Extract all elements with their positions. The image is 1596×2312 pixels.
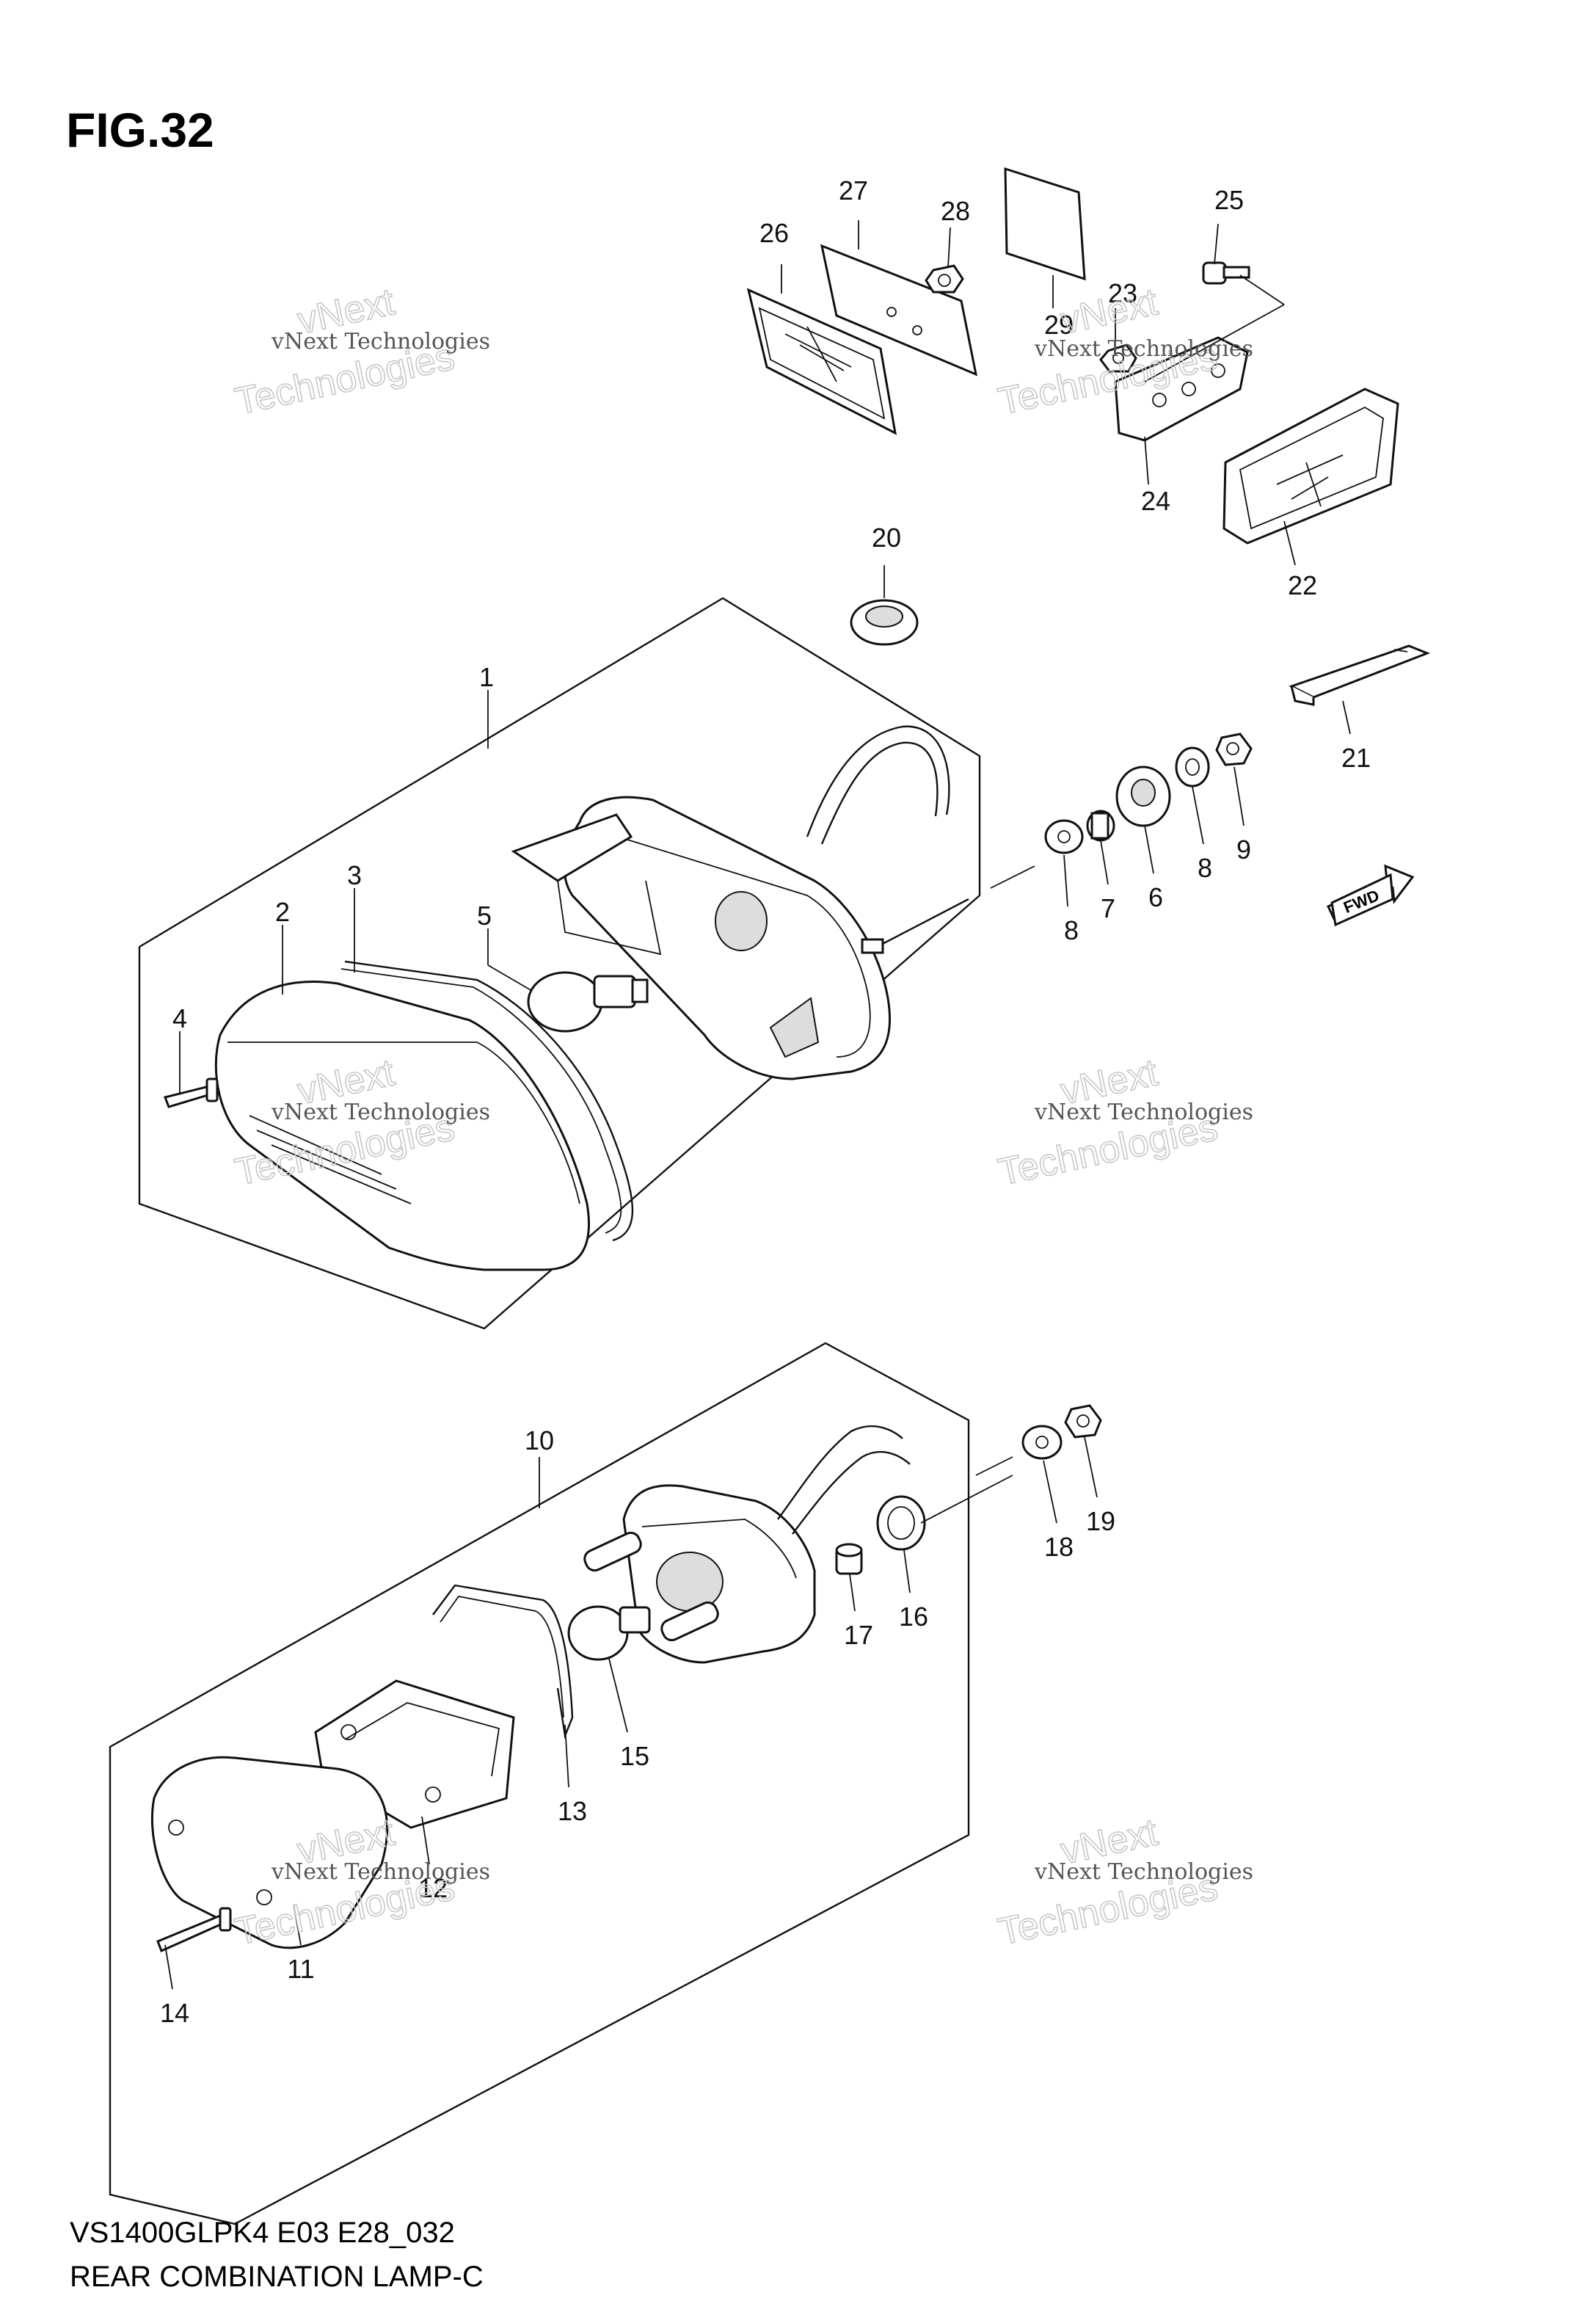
grommet-6: [1115, 766, 1171, 827]
reflector-22: [1222, 388, 1399, 545]
license-lamp-body: [583, 1425, 911, 1664]
screw-4: [163, 1077, 219, 1108]
callout-10: 10: [525, 1425, 554, 1455]
svg-text:vNext Technologies: vNext Technologies: [271, 329, 490, 355]
callout-8a: 8: [1064, 915, 1079, 945]
plate-27: [820, 244, 978, 377]
cover-11: [150, 1756, 388, 1949]
lens-2: [214, 981, 590, 1271]
leader-lines: [164, 220, 1351, 1990]
svg-text:vNext Technologies: vNext Technologies: [1034, 336, 1253, 362]
reflector-26: [746, 288, 897, 435]
svg-text:vNext Technologies: vNext Technologies: [271, 1859, 490, 1885]
callout-24: 24: [1141, 486, 1170, 516]
figure-title: FIG.32: [66, 103, 214, 157]
callout-14: 14: [160, 1998, 189, 2028]
grommet-20: [850, 599, 919, 646]
bracket-21: [1289, 644, 1431, 706]
callout-26: 26: [759, 218, 789, 248]
callout-25: 25: [1214, 185, 1244, 215]
reflector-sticker-29: [1004, 167, 1086, 281]
washer-18: [1021, 1425, 1063, 1460]
callout-12: 12: [418, 1873, 448, 1903]
callout-21: 21: [1341, 743, 1371, 773]
collar-7: [1086, 810, 1115, 842]
callout-6: 6: [1148, 882, 1163, 912]
watermark-4: vNext Technologies vNext Technologies: [994, 1050, 1253, 1194]
bolt-25: [1202, 261, 1250, 285]
callout-23: 23: [1108, 278, 1137, 308]
svg-text:vNext: vNext: [1057, 280, 1162, 342]
screw-14: [156, 1907, 232, 1953]
callout-27: 27: [839, 175, 868, 206]
callout-11: 11: [287, 1954, 314, 1984]
callout-29: 29: [1044, 310, 1074, 340]
callout-16: 16: [899, 1602, 928, 1632]
gasket-3: [344, 960, 634, 1242]
callout-17: 17: [844, 1620, 873, 1650]
svg-text:vNext Technologies: vNext Technologies: [271, 1099, 490, 1125]
bulb-5: [527, 971, 649, 1033]
callout-8b: 8: [1198, 853, 1212, 883]
bulb-15: [567, 1605, 651, 1661]
nut-23: [1099, 343, 1137, 373]
watermark-6: vNext Technologies vNext Technologies: [994, 1810, 1253, 1954]
callout-18: 18: [1044, 1532, 1074, 1562]
callout-5: 5: [477, 901, 492, 931]
group-frame-10: [109, 1342, 970, 2225]
nut-9: [1215, 733, 1253, 766]
callout-15: 15: [620, 1741, 649, 1771]
callout-13: 13: [558, 1796, 587, 1826]
callout-22: 22: [1288, 570, 1317, 600]
lens-frame-13: [432, 1584, 574, 1740]
fwd-direction-arrow: FWD: [1326, 864, 1415, 927]
callout-20: 20: [872, 523, 901, 553]
callout-7: 7: [1101, 893, 1115, 923]
washer-8a: [1044, 819, 1084, 854]
grommet-16: [876, 1495, 926, 1551]
collar-17: [835, 1543, 863, 1575]
watermark-1: vNext Technologies vNext Technologies: [231, 280, 490, 423]
bracket-24: [1114, 336, 1249, 442]
figure-caption: REAR COMBINATION LAMP-C: [70, 2261, 484, 2293]
callout-19: 19: [1086, 1506, 1115, 1536]
svg-text:vNext Technologies: vNext Technologies: [1034, 1099, 1253, 1125]
nut-19: [1064, 1404, 1102, 1439]
callout-4: 4: [172, 1003, 187, 1033]
group-frame-1: [138, 597, 981, 1330]
callout-3: 3: [347, 860, 362, 890]
callout-2: 2: [275, 897, 290, 927]
nut-28: [925, 264, 964, 294]
model-code: VS1400GLPK4 E03 E28_032: [70, 2217, 455, 2249]
washer-8b: [1175, 746, 1210, 788]
callout-9: 9: [1236, 835, 1251, 865]
reflector-assembly-26-27: [746, 244, 978, 435]
callout-1: 1: [479, 662, 494, 692]
callout-28: 28: [941, 196, 970, 226]
callout-labels: 1 2 3 4 5 6 7 8 8 9 10 11 12 13 14 15 16…: [160, 175, 1371, 2028]
svg-text:vNext Technologies: vNext Technologies: [1034, 1859, 1253, 1885]
lamp-housing: [511, 725, 969, 1080]
